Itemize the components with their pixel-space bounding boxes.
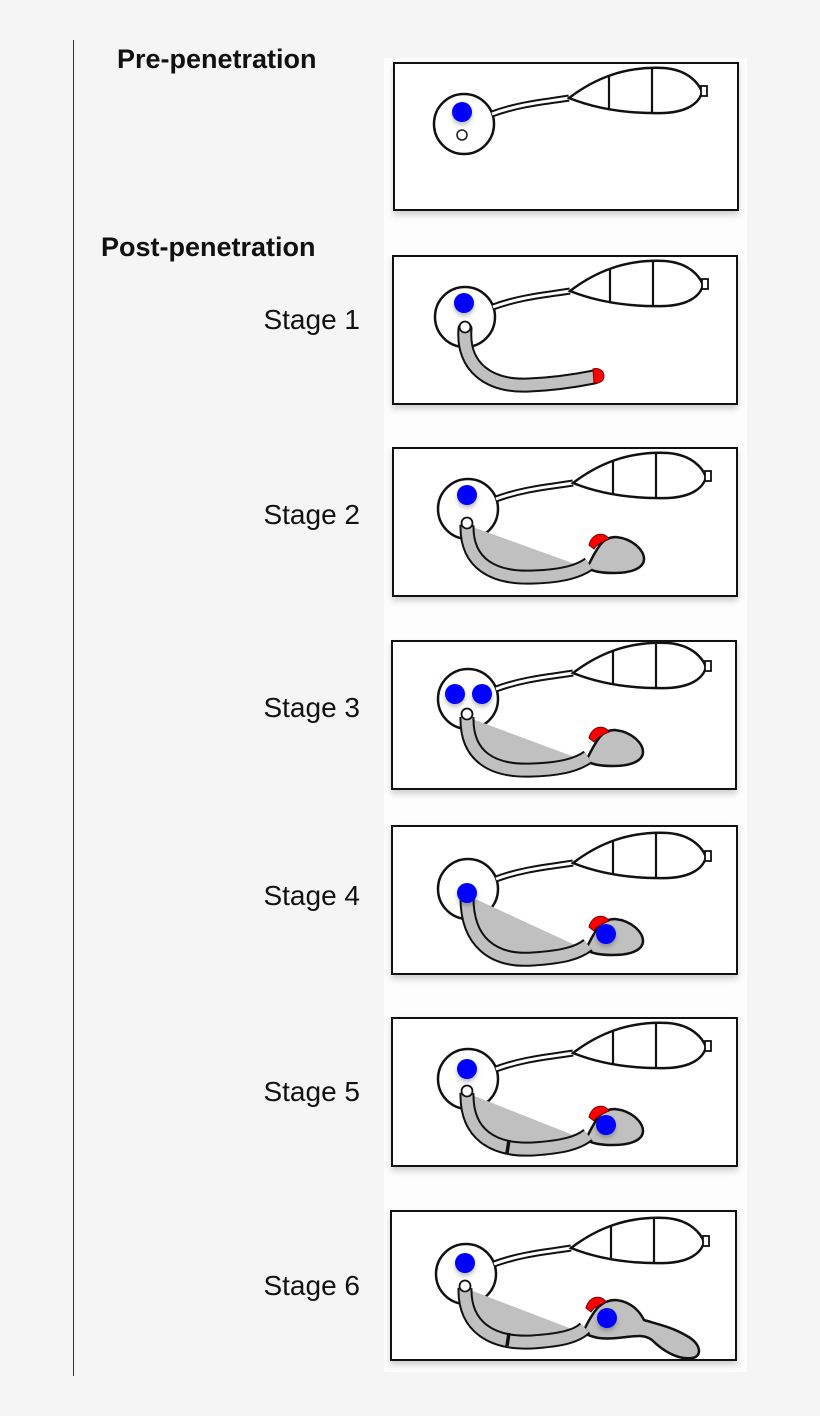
- left-divider-line: [73, 40, 74, 1376]
- stage-label-2: Stage 2: [263, 499, 360, 530]
- diagram-pre-penetration: [393, 62, 739, 211]
- stage-label-5: Stage 5: [263, 1076, 360, 1107]
- diagram-stage-1: [392, 255, 738, 405]
- nucleus-dot: [452, 102, 472, 122]
- diagram-stage-5: [391, 1017, 738, 1167]
- heading-pre-penetration: Pre-penetration: [117, 44, 317, 74]
- diagram-stage-2: [392, 447, 738, 597]
- stage-label-4: Stage 4: [263, 880, 360, 911]
- diagram-stage-3: [391, 640, 737, 790]
- diagram-stage-6: [390, 1210, 737, 1361]
- stage-label-3: Stage 3: [263, 692, 360, 723]
- heading-post-penetration: Post-penetration: [101, 232, 316, 262]
- stage-label-1: Stage 1: [263, 304, 360, 335]
- diagram-stage-4: [391, 825, 738, 975]
- stage-label-6: Stage 6: [263, 1270, 360, 1301]
